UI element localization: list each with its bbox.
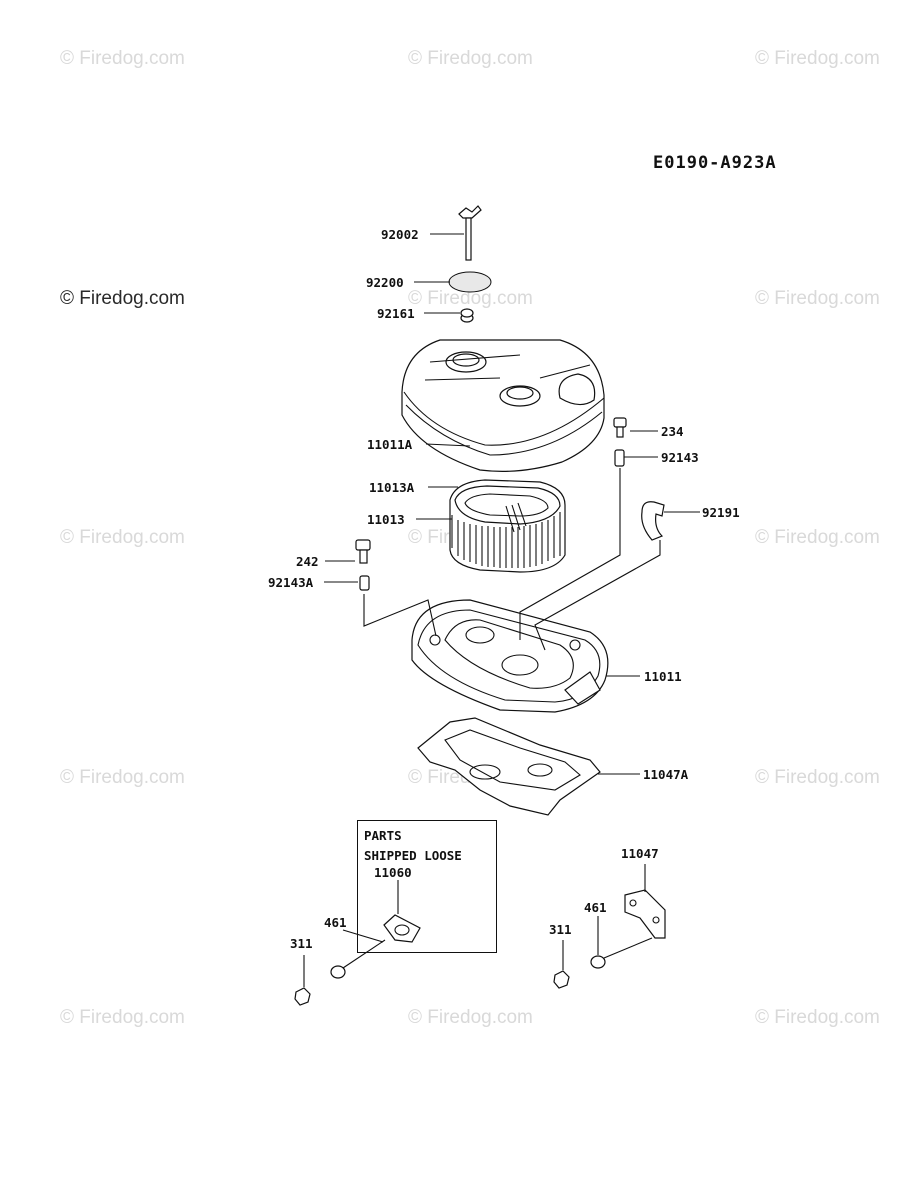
plate-11047A (417, 717, 601, 816)
watermark: © Firedog.com (408, 1007, 533, 1028)
collar-92143A (359, 575, 370, 591)
collar-92143 (614, 449, 625, 467)
watermark: © Firedog.com (60, 767, 185, 788)
air-cleaner-base-11011 (411, 599, 609, 713)
callout-242: 242 (296, 554, 319, 569)
callout-461-left: 461 (324, 915, 347, 930)
gasket-11060 (383, 914, 421, 943)
callout-11013A: 11013A (369, 480, 415, 495)
callout-11013: 11013 (367, 512, 405, 527)
diagram-code: E0190-A923A (653, 153, 777, 173)
washer-92200 (448, 271, 492, 293)
filter-element-11013 (449, 479, 566, 573)
watermark: © Firedog.com (60, 1007, 185, 1028)
nut-311-left (294, 987, 311, 1006)
callout-92200: 92200 (366, 275, 404, 290)
watermark: © Firedog.com (60, 288, 185, 309)
callout-234: 234 (661, 424, 684, 439)
washer-461-left (330, 965, 346, 979)
callout-11060: 11060 (374, 865, 412, 880)
box-title-line1: PARTS (364, 828, 402, 843)
callout-92161: 92161 (377, 306, 415, 321)
watermark: © Firedog.com (755, 288, 880, 309)
leader-lines (303, 233, 700, 987)
washer-461-right (590, 955, 606, 969)
callout-92143A: 92143A (268, 575, 314, 590)
parts-shipped-loose-box (357, 820, 497, 953)
callout-311-right: 311 (549, 922, 572, 937)
hose-92191 (641, 501, 665, 541)
watermark: © Firedog.com (755, 767, 880, 788)
wing-bolt-92002 (458, 205, 482, 261)
bolt-242 (355, 539, 371, 564)
grommet-92161 (460, 308, 474, 323)
watermark: © Firedog.com (60, 527, 185, 548)
watermark: © Firedog.com (408, 288, 533, 309)
callout-311-left: 311 (290, 936, 313, 951)
callout-11011A: 11011A (367, 437, 413, 452)
watermark: © Firedog.com (408, 48, 533, 69)
watermark: © Firedog.com (755, 527, 880, 548)
bracket-11047 (624, 889, 666, 939)
callout-92002: 92002 (381, 227, 419, 242)
callout-11011: 11011 (644, 669, 682, 684)
callout-92143: 92143 (661, 450, 699, 465)
callout-11047: 11047 (621, 846, 659, 861)
callout-461-right: 461 (584, 900, 607, 915)
bolt-234 (613, 417, 627, 438)
air-cleaner-cover-11011A (401, 339, 605, 472)
watermark: © Firedog.com (60, 48, 185, 69)
callout-92191: 92191 (702, 505, 740, 520)
nut-311-right (553, 970, 570, 989)
box-title-line2: SHIPPED LOOSE (364, 848, 462, 863)
watermark: © Firedog.com (755, 48, 880, 69)
watermark: © Firedog.com (755, 1007, 880, 1028)
callout-11047A: 11047A (643, 767, 689, 782)
